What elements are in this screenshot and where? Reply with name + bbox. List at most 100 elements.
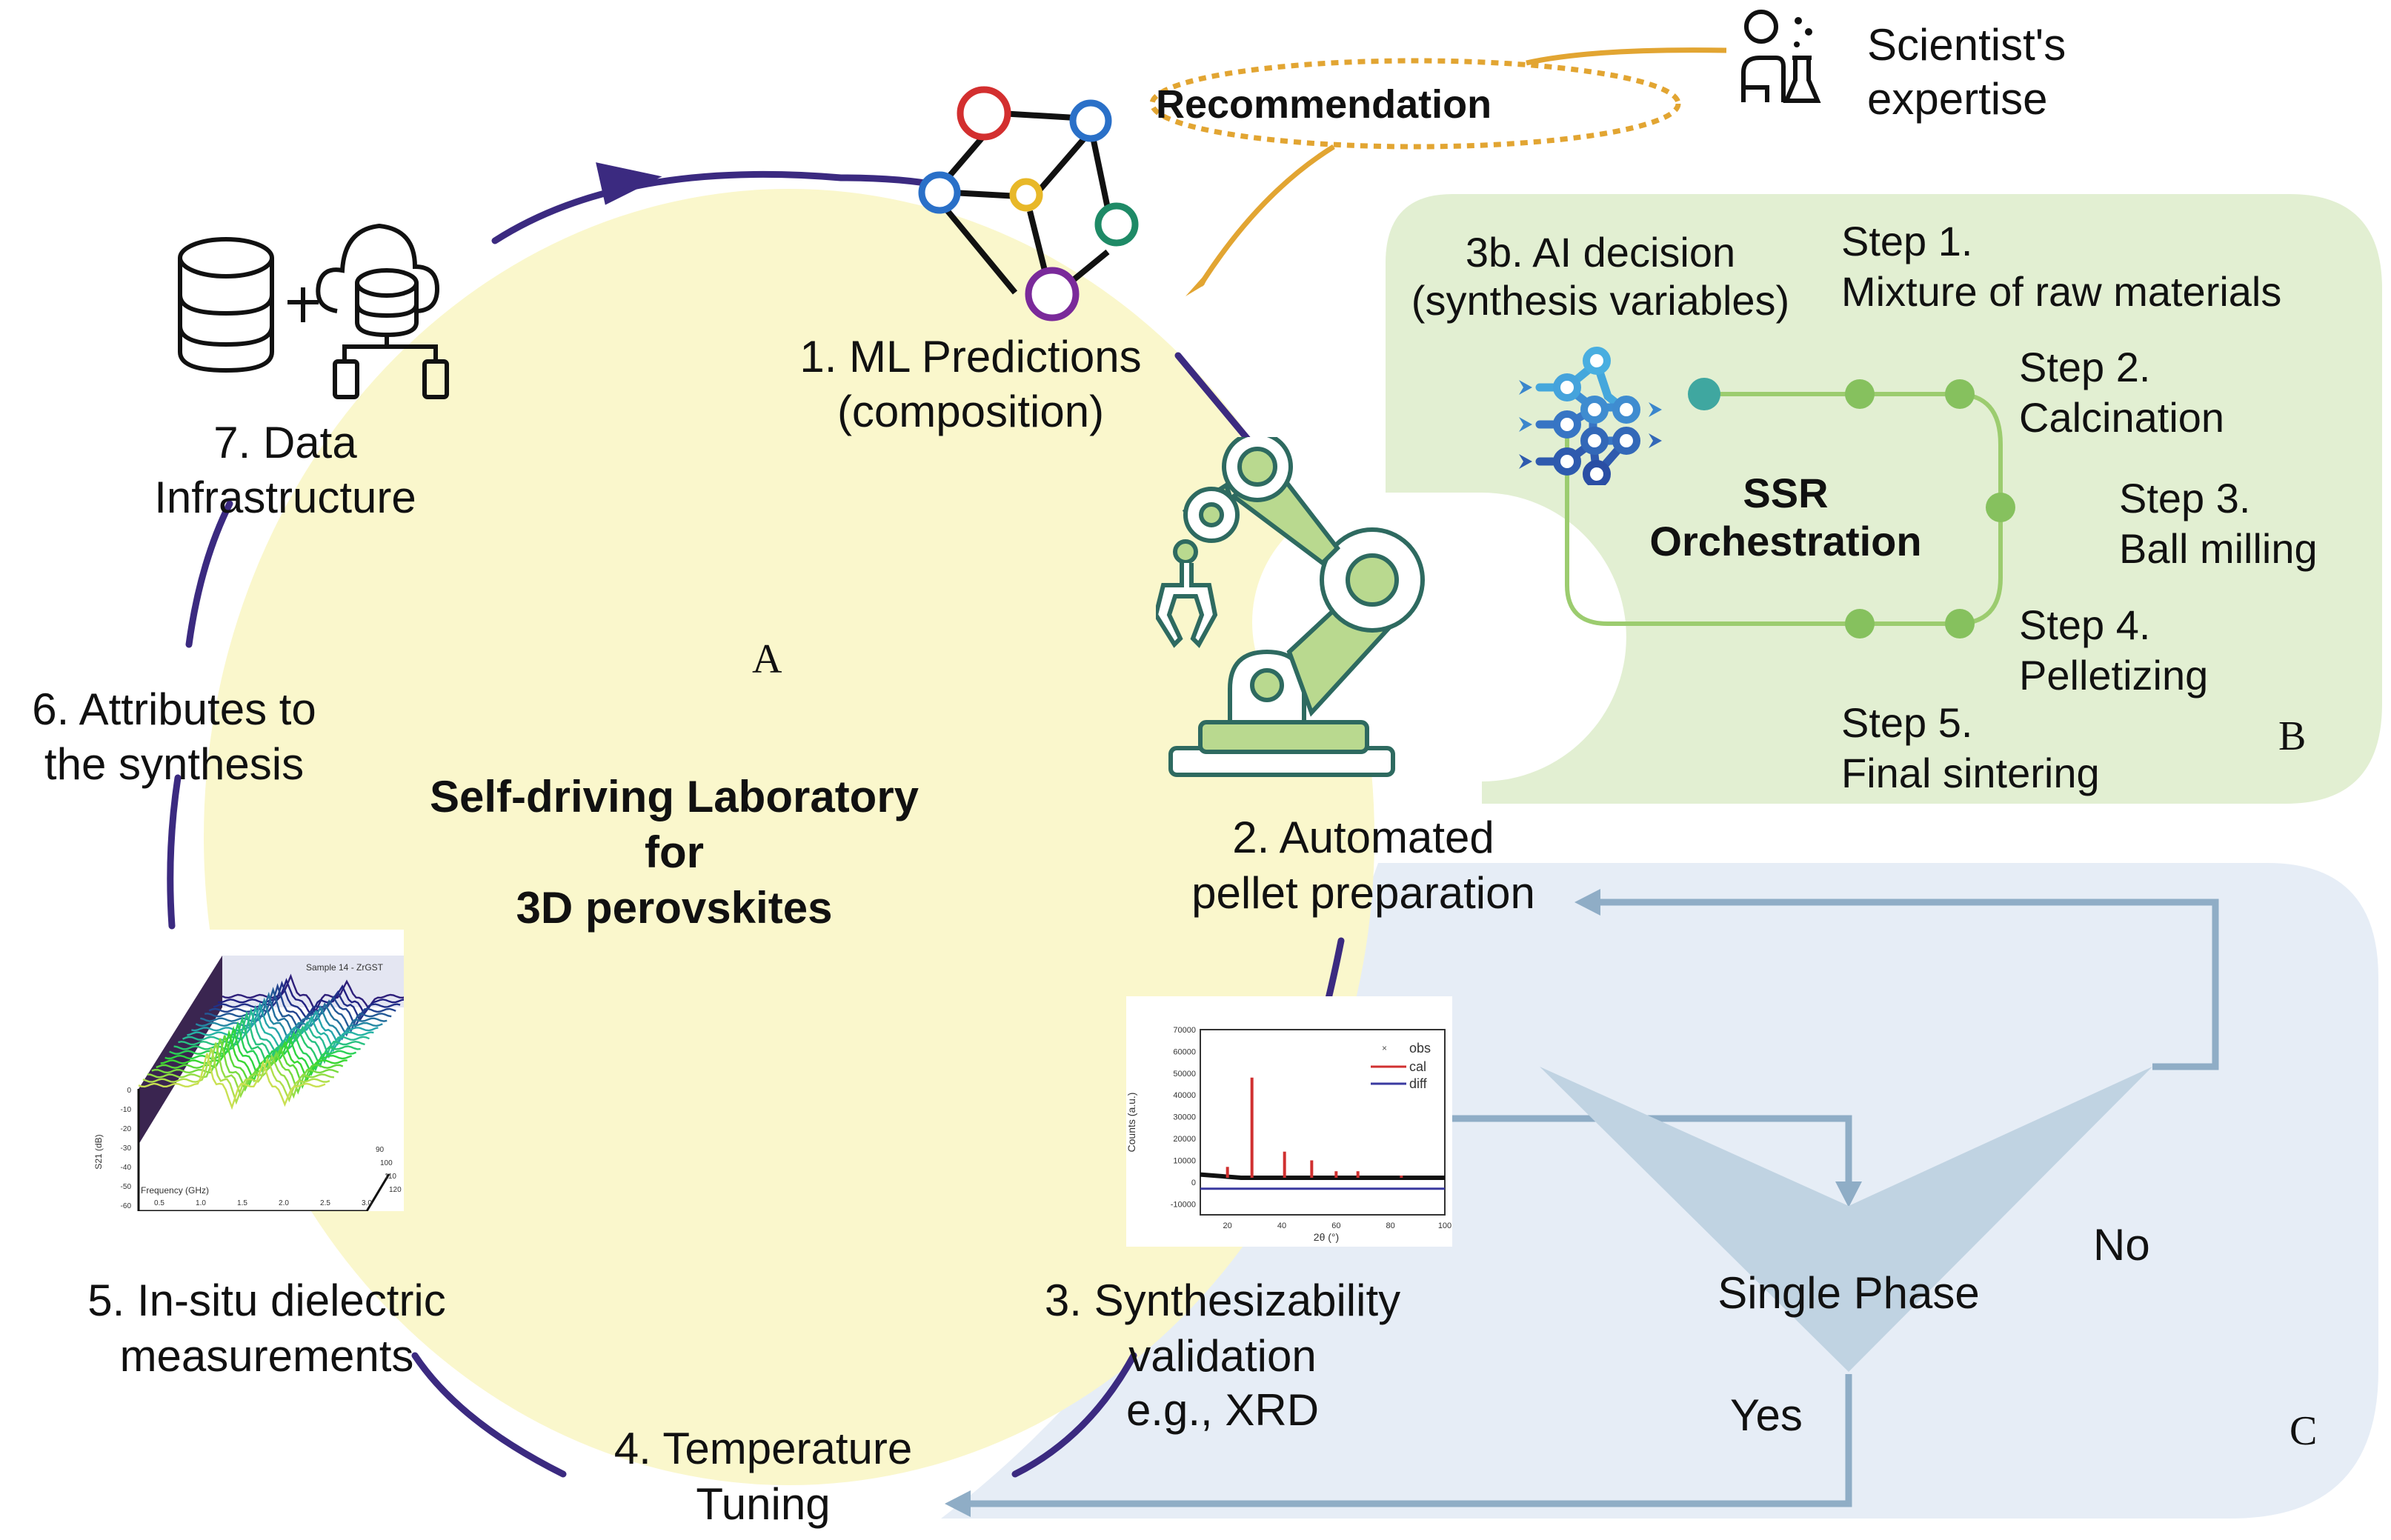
- panel-label-b: B: [2278, 713, 2307, 759]
- ssr-node-step2: [1945, 379, 1975, 409]
- center-title-line3: 3D perovskites: [516, 883, 833, 933]
- decision-no-label: No: [2093, 1220, 2150, 1270]
- xrd-xtick-label: 100: [1438, 1221, 1451, 1230]
- dielectric-trace: [147, 1042, 334, 1099]
- ssr-track: [1565, 392, 2003, 626]
- flow-yes-path: [963, 1374, 1852, 1507]
- step6-label-line1: 6. Attributes to: [32, 684, 316, 734]
- scientist-icon: [1741, 10, 1821, 103]
- ai-decision-line2: (synthesis variables): [1411, 277, 1790, 324]
- ssr-step5-desc: Final sintering: [1841, 750, 2100, 796]
- dielectric-ytick-label: -10: [121, 1106, 132, 1114]
- xrd-ylabel: Counts (a.u.): [1126, 1093, 1137, 1153]
- cycle-arc-4-to-5: [411, 1352, 567, 1478]
- step4-label-line2: Tuning: [696, 1479, 831, 1529]
- cycle-arc-7-to-1: [491, 170, 960, 244]
- step7-label-line1: 7. Data: [213, 418, 357, 467]
- robot-arm-icon: [1156, 437, 1425, 777]
- step5-label-line1: 5. In-situ dielectric: [87, 1276, 446, 1325]
- ssr-step2-title: Step 2.: [2019, 344, 2151, 390]
- dielectric-trace: [156, 1035, 344, 1090]
- cycle-arc-3-to-4: [1011, 1352, 1137, 1478]
- network-graph-icon: [918, 86, 1139, 321]
- decision-label: Single Phase: [1717, 1268, 1980, 1318]
- cycle-arc-6-to-7: [185, 500, 233, 648]
- recommendation-bubble: [1149, 58, 1681, 150]
- xrd-legend-label-diff: diff: [1409, 1076, 1428, 1091]
- dielectric-3d-chart: Sample 14 - ZrGST 0 -10 -20 -30 -40 -50 -60 0.5…: [93, 956, 410, 1213]
- cycle-arc-5-to-6: [167, 774, 182, 930]
- expertise-connector: [1526, 47, 1727, 66]
- flow-xrd-to-decision: [1452, 1115, 1852, 1185]
- step7-label-line2: Infrastructure: [154, 473, 416, 522]
- lab-cycle-disc: [204, 189, 1374, 1485]
- ssr-step2-desc: Calcination: [2019, 394, 2225, 441]
- dielectric-ytick-label: -60: [121, 1202, 132, 1210]
- ssr-step5-title: Step 5.: [1841, 699, 1973, 746]
- step3-label-line3: e.g., XRD: [1125, 1385, 1320, 1435]
- dielectric-ztick-label: 120: [389, 1186, 402, 1194]
- ssr-node-step3: [1986, 493, 2015, 522]
- dielectric-xtick-label: 1.0: [196, 1199, 206, 1207]
- dielectric-trace: [142, 1047, 330, 1105]
- step1-label-line2: (composition): [837, 387, 1105, 436]
- dielectric-xtick-label: 2.0: [279, 1199, 289, 1207]
- xrd-ytick-label: 60000: [1173, 1047, 1196, 1056]
- cycle-arrowhead: [596, 162, 662, 205]
- dielectric-xlabel: Frequency (GHz): [141, 1185, 210, 1196]
- dielectric-chart-inset: Sample 14 - ZrGST 0 -10 -20 -30 -40 -50 -60 0.5…: [56, 930, 410, 1213]
- database-cloud-icon: [178, 223, 449, 399]
- dielectric-xtick-label: 2.5: [320, 1199, 330, 1207]
- center-title-line1: Self-driving Laboratory: [429, 772, 920, 821]
- flow-arrowhead-to-decision: [1835, 1181, 1862, 1207]
- dielectric-ytick-label: -30: [121, 1144, 132, 1153]
- dielectric-trace: [151, 1038, 339, 1095]
- dielectric-ytick-label: -20: [121, 1125, 132, 1133]
- xrd-ytick-label: 30000: [1173, 1113, 1196, 1122]
- panel-label-a: A: [752, 636, 782, 682]
- dielectric-ytick-label: -40: [121, 1164, 132, 1172]
- dielectric-ytick-label: -50: [121, 1183, 132, 1191]
- step1-label-line1: 1. ML Predictions: [799, 332, 1142, 381]
- xrd-chart: Counts (a.u.) 2θ (°) 7000060000500004000…: [1125, 1026, 1451, 1243]
- xrd-obs-baseline: [1200, 1172, 1445, 1180]
- ssr-step4-title: Step 4.: [2019, 601, 2151, 648]
- xrd-xtick-label: 20: [1223, 1221, 1232, 1230]
- center-title-line2: for: [645, 827, 704, 877]
- flow-no-loop: [1593, 899, 2219, 1070]
- cycle-arc-1-to-2: [1174, 352, 1256, 448]
- scientist-expertise-line1: Scientist's: [1867, 20, 2066, 70]
- step3-label-line1: 3. Synthesizability: [1044, 1276, 1401, 1325]
- xrd-ytick-label: 70000: [1173, 1026, 1196, 1035]
- dielectric-ytick-label: 0: [127, 1087, 131, 1095]
- ssr-step3-title: Step 3.: [2119, 475, 2251, 521]
- ssr-orchestration-line2: Orchestration: [1649, 518, 1922, 564]
- dielectric-ztick-label: 110: [385, 1173, 396, 1181]
- step4-label-line1: 4. Temperature: [613, 1424, 913, 1473]
- xrd-ytick-label: 0: [1191, 1179, 1196, 1187]
- panel-b-background: [1386, 194, 2382, 804]
- ssr-node-step5: [1845, 609, 1875, 639]
- ssr-step1-desc: Mixture of raw materials: [1841, 268, 2282, 315]
- xrd-ytick-label: 10000: [1173, 1156, 1196, 1165]
- flow-arrowhead-to-step4: [945, 1490, 971, 1517]
- dielectric-title: Sample 14 - ZrGST: [306, 962, 384, 973]
- xrd-xtick-label: 40: [1277, 1221, 1286, 1230]
- step6-label-line2: the synthesis: [44, 739, 305, 789]
- dielectric-xtick-label: 3.0: [362, 1199, 372, 1207]
- flow-arrowhead-to-step2: [1574, 889, 1600, 916]
- decision-diamond: [1540, 1067, 2152, 1372]
- ssr-step1-title: Step 1.: [1841, 218, 1973, 264]
- xrd-xtick-label: 80: [1386, 1221, 1395, 1230]
- ssr-step3-desc: Ball milling: [2119, 525, 2318, 572]
- dielectric-xtick-label: 0.5: [154, 1199, 164, 1207]
- step2-label-line1: 2. Automated: [1232, 813, 1494, 862]
- xrd-legend-label-cal: cal: [1409, 1059, 1426, 1074]
- xrd-ytick-label: 50000: [1173, 1070, 1196, 1079]
- xrd-legend-label-obs: obs: [1409, 1041, 1431, 1056]
- recommendation-label: Recommendation: [1156, 82, 1492, 127]
- ssr-node-step1: [1845, 379, 1875, 409]
- step3-label-line2: validation: [1128, 1331, 1317, 1381]
- xrd-ytick-label: 20000: [1173, 1135, 1196, 1144]
- recommendation-arrow: [1198, 144, 1335, 287]
